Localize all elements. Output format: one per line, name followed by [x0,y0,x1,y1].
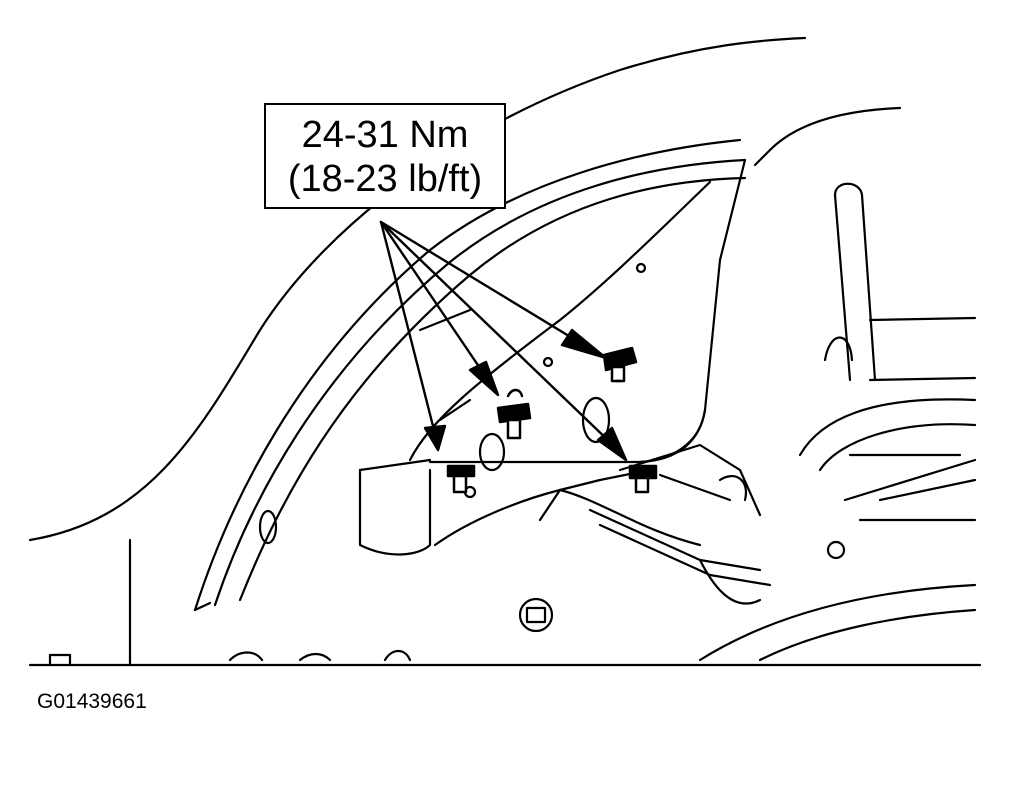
leader-line [379,220,436,432]
access-hole [518,597,554,633]
panel-hole [826,540,846,560]
body-panel-outline [28,36,807,612]
panel-hole [542,356,554,368]
figure-id: G01439661 [37,690,147,713]
fastener-lower-right [628,464,658,494]
torque-imperial-label: (18-23 lb/ft) [287,158,483,200]
torque-callout-box: 24-31 Nm (18-23 lb/ft) [264,103,506,209]
leader-arrows [379,220,628,462]
panel-hole [581,396,611,444]
arrowhead [423,424,447,452]
fastener-middle [496,388,532,440]
panel-hole [478,432,506,472]
panel-hole [635,262,647,274]
pillar-structure [753,106,977,560]
panel-hole [258,509,278,545]
leader-line [379,220,594,352]
lower-structure [28,443,982,667]
leader-line [379,220,490,382]
inner-panel [408,158,747,522]
arrowhead [468,360,500,397]
torque-metric-label: 24-31 Nm [301,114,469,156]
leader-line [379,220,616,448]
arrowhead [596,426,628,462]
fastener-upper-right [602,346,638,383]
arrowhead [560,328,608,360]
fastener-lower-left [446,464,476,494]
